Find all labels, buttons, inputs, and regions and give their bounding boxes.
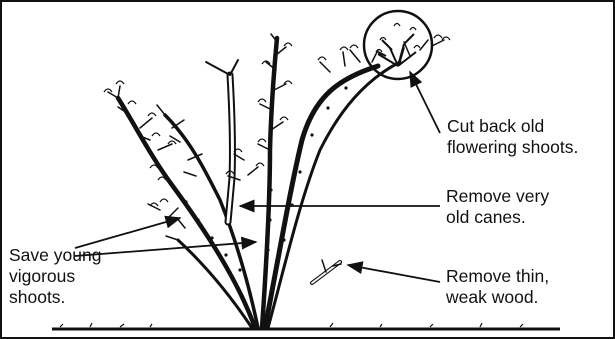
arrow-remove-thin: [348, 265, 440, 282]
label-remove-old-line2: old canes.: [446, 207, 549, 228]
label-cut-back-line2: flowering shoots.: [447, 137, 578, 158]
arrow-save-young-2: [75, 242, 256, 256]
cane-young-left: [178, 240, 252, 328]
label-save-young-line1: Save young: [9, 245, 101, 266]
label-remove-thin-line2: weak wood.: [446, 287, 549, 308]
label-remove-thin: Remove thin, weak wood.: [446, 266, 549, 308]
arrow-cut-back: [410, 72, 440, 133]
weak-wood-twig: [312, 260, 341, 283]
label-save-young-line2: vigorous: [9, 266, 101, 287]
canes: [118, 38, 400, 328]
label-cut-back-line1: Cut back old: [447, 116, 578, 137]
cane-thin-twig: [206, 60, 238, 75]
label-remove-old: Remove very old canes.: [446, 186, 549, 228]
pointers: [75, 72, 440, 282]
cut-back-highlight: [364, 11, 432, 79]
arrow-save-young-1: [75, 218, 180, 248]
label-save-young-line3: shoots.: [9, 287, 101, 308]
label-remove-thin-line1: Remove thin,: [446, 266, 549, 287]
ground-grass: [60, 323, 523, 327]
label-save-young: Save young vigorous shoots.: [9, 245, 101, 308]
label-cut-back: Cut back old flowering shoots.: [447, 116, 578, 158]
label-remove-old-line1: Remove very: [446, 186, 549, 207]
cane-right-tall: [265, 66, 378, 328]
